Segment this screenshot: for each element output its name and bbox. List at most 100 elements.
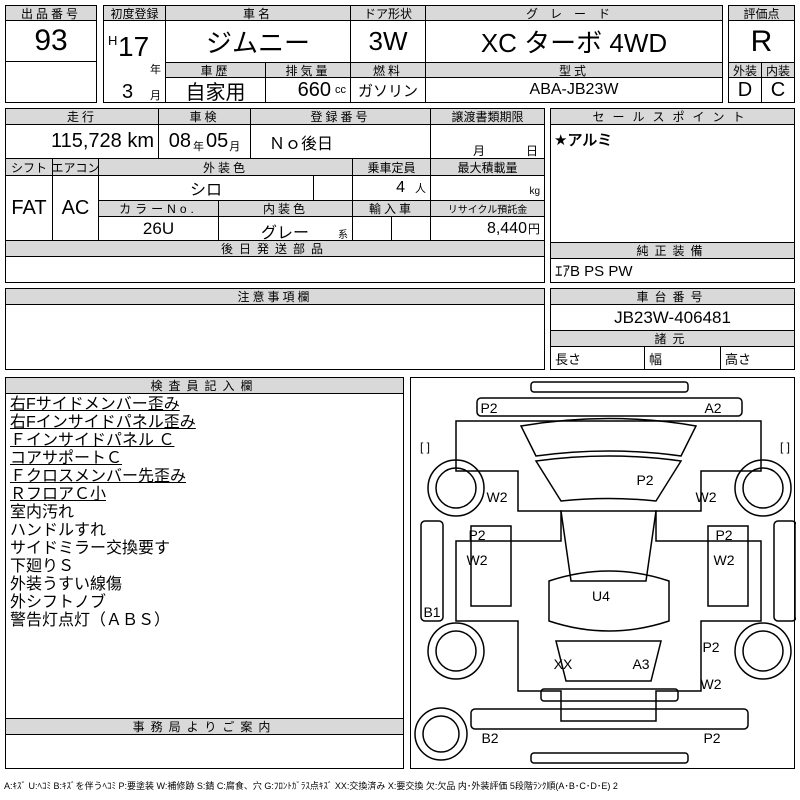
- damage-mark: W2: [695, 489, 717, 505]
- year-unit: 年: [193, 140, 204, 153]
- month-unit: 月: [229, 140, 241, 153]
- displacement-header: 排気量: [265, 62, 351, 78]
- import-cell-2: [391, 216, 431, 241]
- mileage-header: 走行: [5, 108, 159, 125]
- equipment-header: 純正装備: [550, 242, 795, 259]
- recycle-amount: 8,440: [486, 219, 527, 237]
- ext-color-blank: [313, 175, 353, 201]
- note: 右Fインサイドパネル歪み: [10, 414, 196, 431]
- caution-header: 注意事項欄: [5, 288, 545, 305]
- ext-score-header: 外装: [728, 62, 762, 78]
- month-unit: 月: [150, 90, 161, 102]
- car-name-header: 車名: [165, 5, 351, 21]
- int-color-text: グレー: [261, 225, 310, 242]
- ext-color-value: シロ: [98, 175, 314, 201]
- displacement-unit: cc: [335, 84, 346, 96]
- ext-color-header: 外装色: [98, 158, 353, 176]
- first-reg-header: 初度登録: [103, 5, 166, 21]
- damage-mark: P2: [715, 527, 733, 543]
- score-value: R: [728, 20, 795, 63]
- first-reg-value: H 17 年 3 月: [103, 20, 166, 103]
- damage-mark: P2: [468, 527, 486, 543]
- int-score-header: 内装: [761, 62, 795, 78]
- import-header: 輸入車: [352, 200, 431, 217]
- lot-header: 出品番号: [5, 5, 97, 21]
- damage-mark: W2: [486, 489, 508, 505]
- note: ハンドルすれ: [10, 522, 107, 539]
- fuel-value: ガソリン: [350, 77, 426, 103]
- damage-mark: P2: [480, 400, 498, 416]
- grade-value: XC ターボ 4WD: [425, 20, 723, 63]
- import-cell-1: [352, 216, 392, 241]
- note: 下廻りＳ: [10, 558, 75, 575]
- capacity-number: 4: [396, 179, 405, 196]
- note: Ｆインサイドパネル Ｃ: [10, 432, 175, 449]
- ac-value: AC: [52, 175, 99, 241]
- max-load-value: kg: [430, 175, 545, 201]
- note: 外装うすい線傷: [10, 576, 123, 593]
- note: コアサポートＣ: [10, 450, 123, 467]
- specs-header: 諸元: [550, 330, 795, 347]
- office-header: 事務局よりご案内: [5, 718, 404, 735]
- car-name: ジムニー: [165, 20, 351, 63]
- equipment-value: ｴｱB PS PW: [550, 258, 795, 283]
- spec-height: 高さ: [720, 346, 795, 370]
- sales-point-body: ★アルミ: [550, 124, 795, 243]
- month: 3: [122, 81, 134, 103]
- note: サイドミラー交換要す: [10, 540, 171, 557]
- grade-header: グレード: [425, 5, 723, 21]
- later-parts-body: [5, 256, 545, 283]
- lot-blank: [5, 61, 97, 103]
- recycle-header: リサイクル預託金: [430, 200, 545, 217]
- lot-number: 93: [5, 20, 97, 62]
- damage-mark: A3: [632, 656, 650, 672]
- displacement-number: 660: [297, 78, 331, 101]
- sales-point-header: セールスポイント: [550, 108, 795, 125]
- note: 外シフトノブ: [10, 594, 107, 611]
- shift-value: FAT: [5, 175, 53, 241]
- year: 17: [118, 31, 150, 62]
- transfer-value: 月日: [430, 124, 545, 159]
- note: 警告灯点灯（ＡＢＳ）: [10, 612, 171, 629]
- inspection-year: 08: [168, 130, 191, 152]
- month-unit: 月: [473, 144, 486, 158]
- damage-mark: W2: [700, 676, 722, 692]
- damage-mark: B2: [481, 730, 499, 746]
- fuel-header: 燃料: [350, 62, 426, 78]
- displacement-value: 660 cc: [265, 77, 351, 103]
- score-header: 評価点: [728, 5, 795, 21]
- ext-score: D: [728, 77, 762, 103]
- bracket-right: [ ]: [779, 440, 791, 454]
- note: 室内汚れ: [10, 504, 75, 521]
- door-header: ドア形状: [350, 5, 426, 21]
- office-body: [5, 734, 404, 769]
- legend-footer: A:ｷｽﾞ U:ﾍｺﾐ B:ｷｽﾞを伴うﾍｺﾐ P:要塗装 W:補修跡 S:錆 …: [4, 781, 618, 791]
- note: 右Fサイドメンバー歪み: [10, 396, 180, 413]
- later-parts-header: 後日発送部品: [5, 240, 545, 257]
- model-value: ABA-JB23W: [425, 77, 723, 103]
- color-no-header: カラーNo.: [98, 200, 219, 217]
- damage-mark: B1: [423, 604, 441, 620]
- sales-point-text: ★アルミ: [554, 132, 613, 149]
- inspector-notes: 右Fサイドメンバー歪み 右Fインサイドパネル歪み Ｆインサイドパネル Ｃ コアサ…: [10, 396, 196, 630]
- bracket-left: [ ]: [419, 440, 431, 454]
- spec-width: 幅: [644, 346, 721, 370]
- mileage-value: 115,728 km: [5, 124, 159, 159]
- history-header: 車歴: [165, 62, 266, 78]
- era: H: [108, 33, 118, 48]
- color-no-value: 26U: [98, 216, 219, 241]
- inspection-header: 車検: [158, 108, 251, 125]
- int-score: C: [761, 77, 795, 103]
- damage-mark: P2: [703, 730, 721, 746]
- damage-mark: P2: [636, 472, 654, 488]
- car-diagram: [410, 377, 797, 769]
- damage-mark: P2: [702, 639, 720, 655]
- int-color-suffix: 系: [338, 230, 348, 241]
- reg-no-header: 登録番号: [250, 108, 431, 125]
- int-color-value: グレー 系: [218, 216, 353, 242]
- ac-header: エアコン: [52, 158, 99, 176]
- damage-mark: A2: [704, 400, 722, 416]
